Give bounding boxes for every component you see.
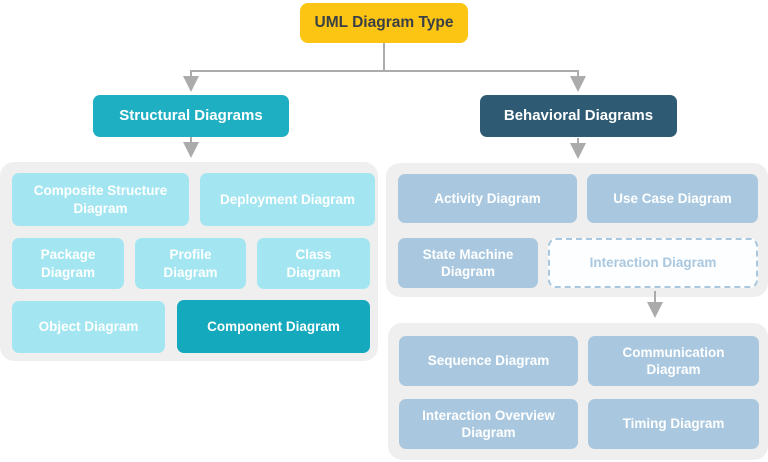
node-interaction-diagram: Interaction Diagram bbox=[548, 238, 758, 288]
node-object-diagram: Object Diagram bbox=[12, 301, 165, 353]
node-communication-diagram: Communication Diagram bbox=[588, 336, 759, 386]
node-timing-diagram: Timing Diagram bbox=[588, 399, 759, 449]
node-component-diagram: Component Diagram bbox=[177, 300, 370, 353]
node-profile-diagram: Profile Diagram bbox=[135, 238, 246, 289]
node-uml-diagram-type: UML Diagram Type bbox=[300, 3, 468, 43]
node-class-diagram: Class Diagram bbox=[257, 238, 370, 289]
node-behavioral-diagrams: Behavioral Diagrams bbox=[480, 95, 677, 137]
node-use-case-diagram: Use Case Diagram bbox=[587, 174, 758, 223]
node-structural-diagrams: Structural Diagrams bbox=[93, 95, 289, 137]
node-package-diagram: Package Diagram bbox=[12, 238, 124, 289]
node-sequence-diagram: Sequence Diagram bbox=[399, 336, 578, 386]
node-deployment-diagram: Deployment Diagram bbox=[200, 173, 375, 226]
node-interaction-overview-diagram: Interaction Overview Diagram bbox=[399, 399, 578, 449]
node-composite-structure-diagram: Composite Structure Diagram bbox=[12, 173, 189, 226]
node-state-machine-diagram: State Machine Diagram bbox=[398, 238, 538, 288]
node-activity-diagram: Activity Diagram bbox=[398, 174, 577, 223]
